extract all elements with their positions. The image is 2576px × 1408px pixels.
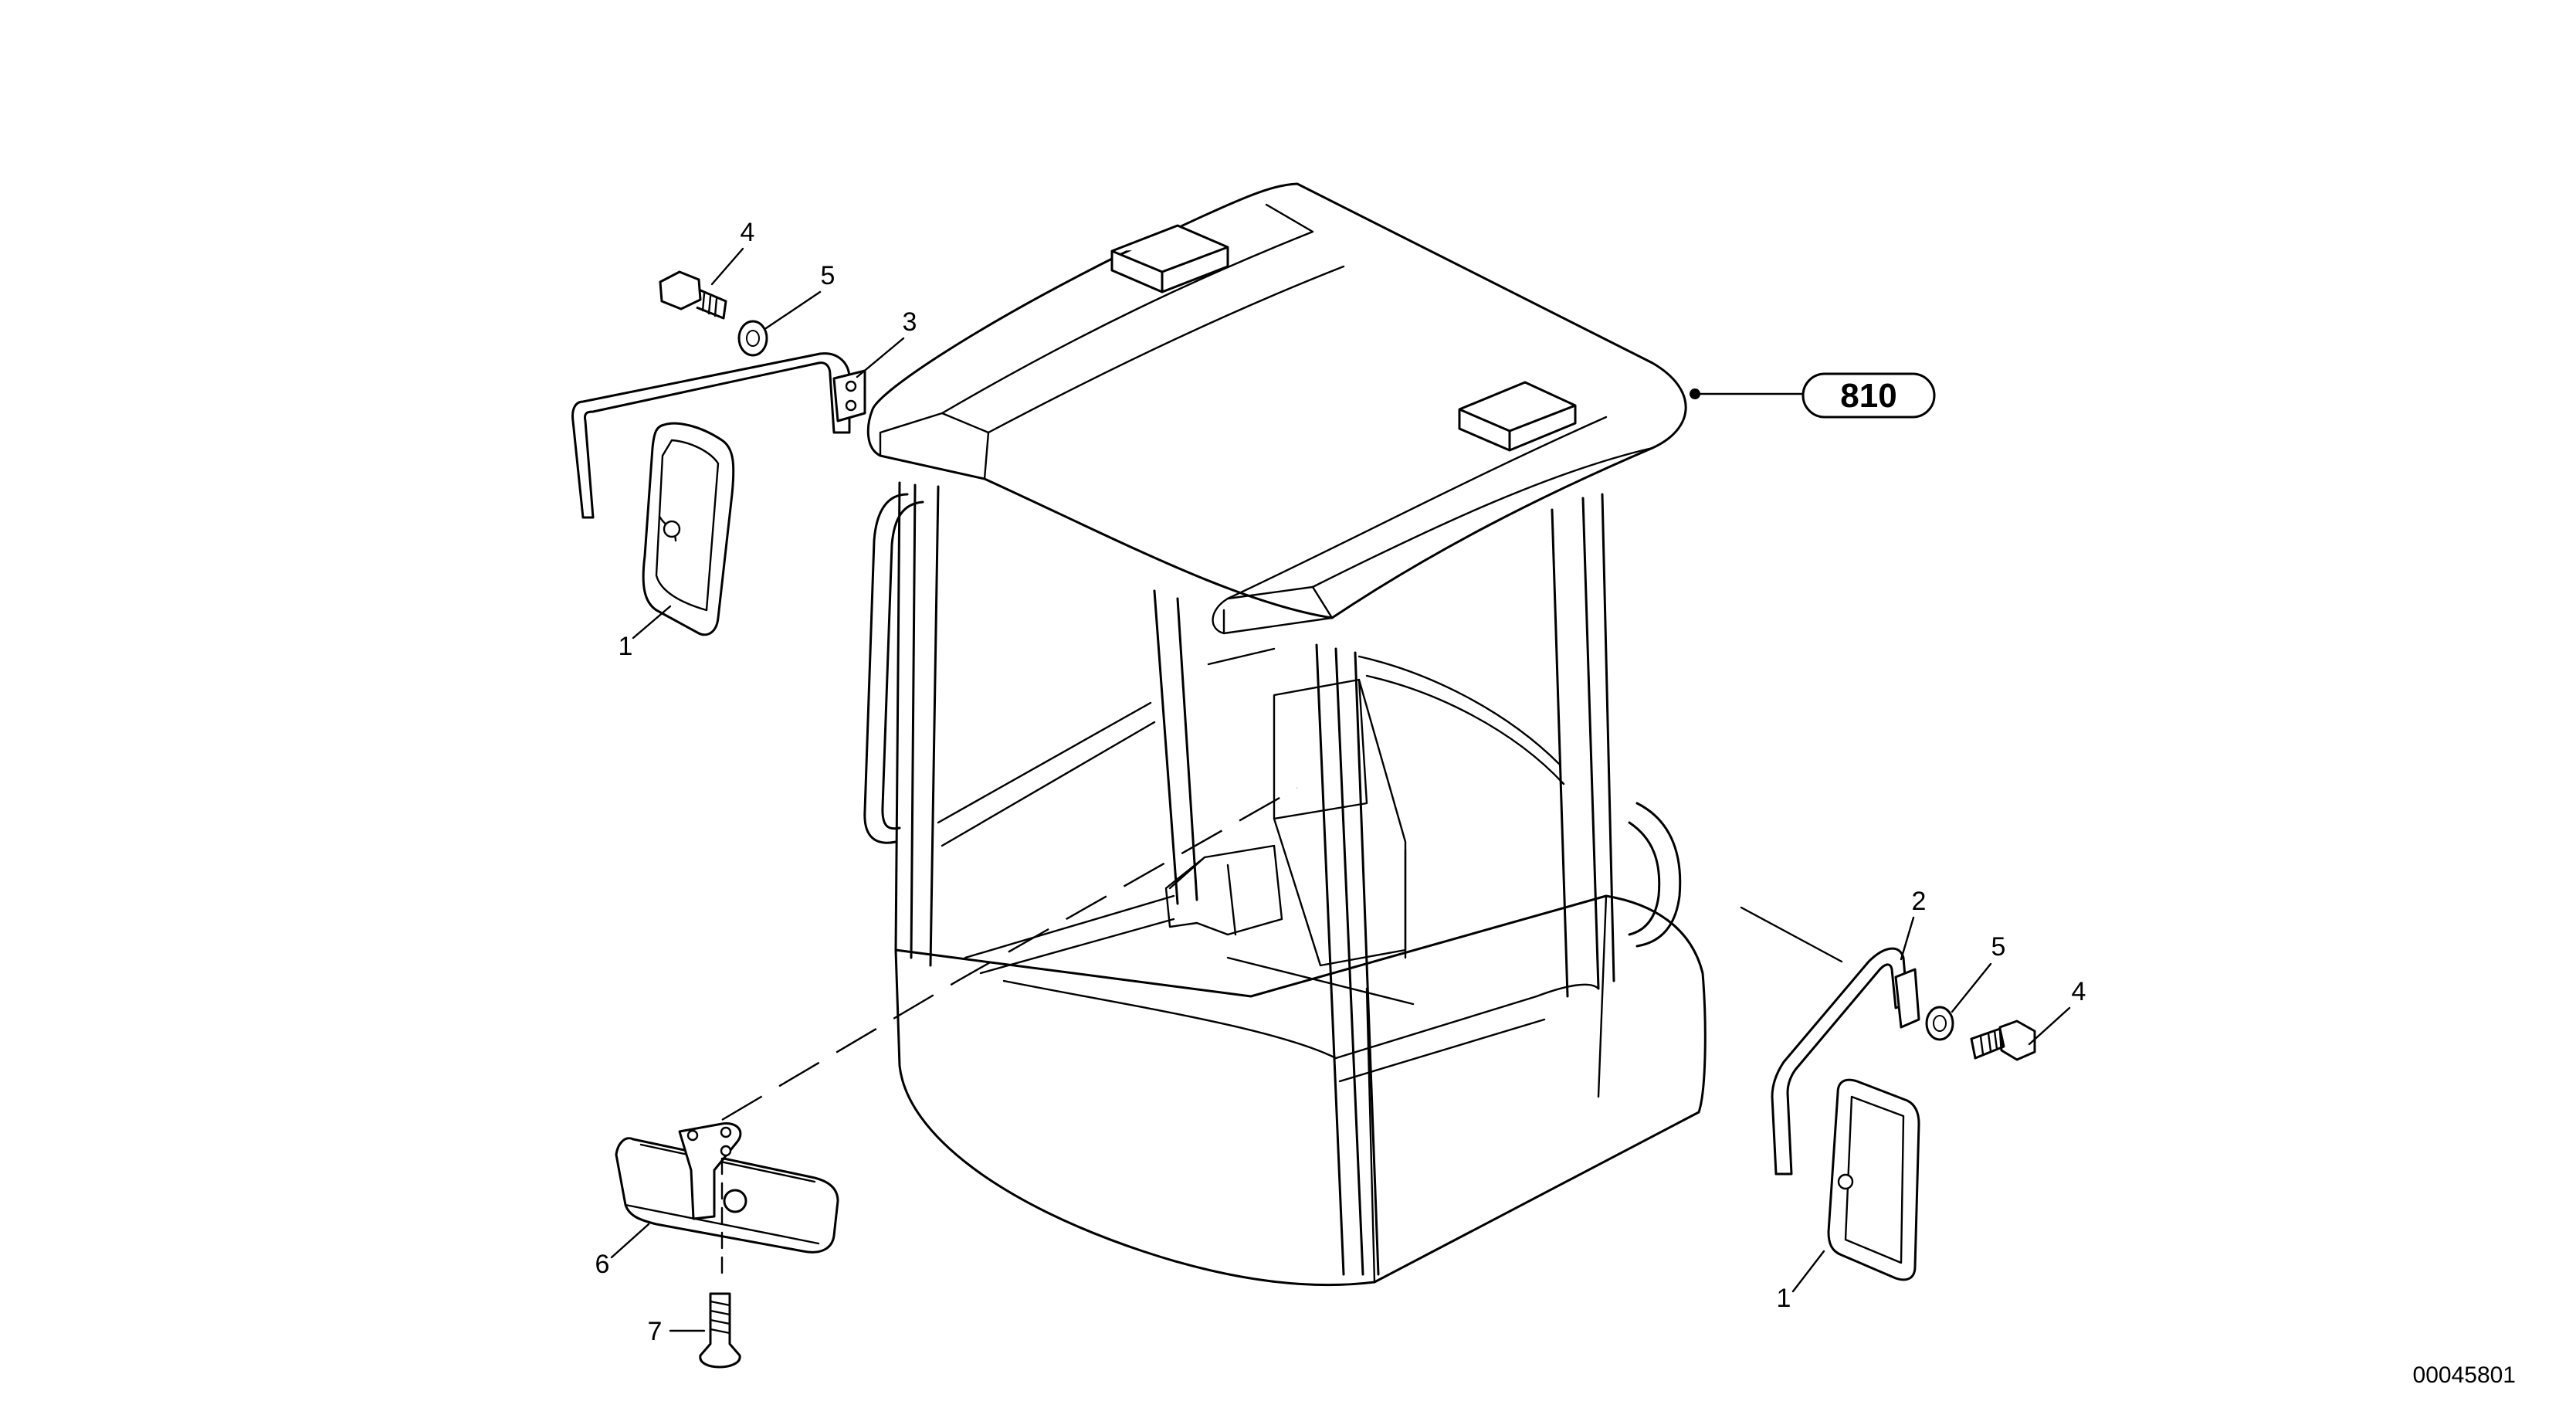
cab-assembly <box>863 182 1707 1287</box>
label-rear-mirror: 6 <box>595 1250 610 1279</box>
rear-mirror-leader <box>721 786 1298 1121</box>
label-arm-right: 2 <box>1912 887 1927 916</box>
label-mirror-left: 1 <box>619 632 633 661</box>
cab-lower-body <box>894 894 1707 1287</box>
cab-left-handrail <box>863 493 909 844</box>
cab-interior-seat <box>1164 678 1407 967</box>
label-mirror-right: 1 <box>1777 1284 1791 1313</box>
roof-pad-rear <box>1110 224 1229 293</box>
cab-pillar-rear-left <box>894 481 940 967</box>
roof-pad-front <box>1458 381 1577 452</box>
right-bolt <box>1970 1020 2036 1061</box>
label-bolt-right: 4 <box>2072 977 2086 1006</box>
right-mirror-group <box>1771 947 2036 1281</box>
label-screw: 7 <box>648 1317 663 1346</box>
cab-pillar-front-left <box>1153 589 1198 905</box>
left-mirror-head <box>642 422 735 636</box>
left-mirror-arm <box>571 352 851 519</box>
label-washer-right: 5 <box>1991 932 2006 962</box>
rear-mirror-group <box>615 1122 839 1369</box>
cab-pillar-rear-right <box>1551 493 1615 998</box>
reference-badge <box>1802 372 1936 419</box>
label-bolt-left: 4 <box>741 218 755 247</box>
drawing-code: 00045801 <box>2413 1362 2516 1388</box>
label-washer-left: 5 <box>821 261 836 290</box>
reference-callout: 810 <box>1690 372 1936 419</box>
cab-pillar-front-right <box>1315 643 1380 1276</box>
reference-number: 810 <box>1840 377 1896 415</box>
cab-right-handrail <box>1635 802 1682 948</box>
cab-roof <box>866 182 1687 619</box>
label-arm-left: 3 <box>903 307 917 337</box>
left-mirror-group <box>571 270 866 636</box>
callout-labels: 4 5 3 1 2 5 4 1 6 7 <box>595 218 2086 1346</box>
